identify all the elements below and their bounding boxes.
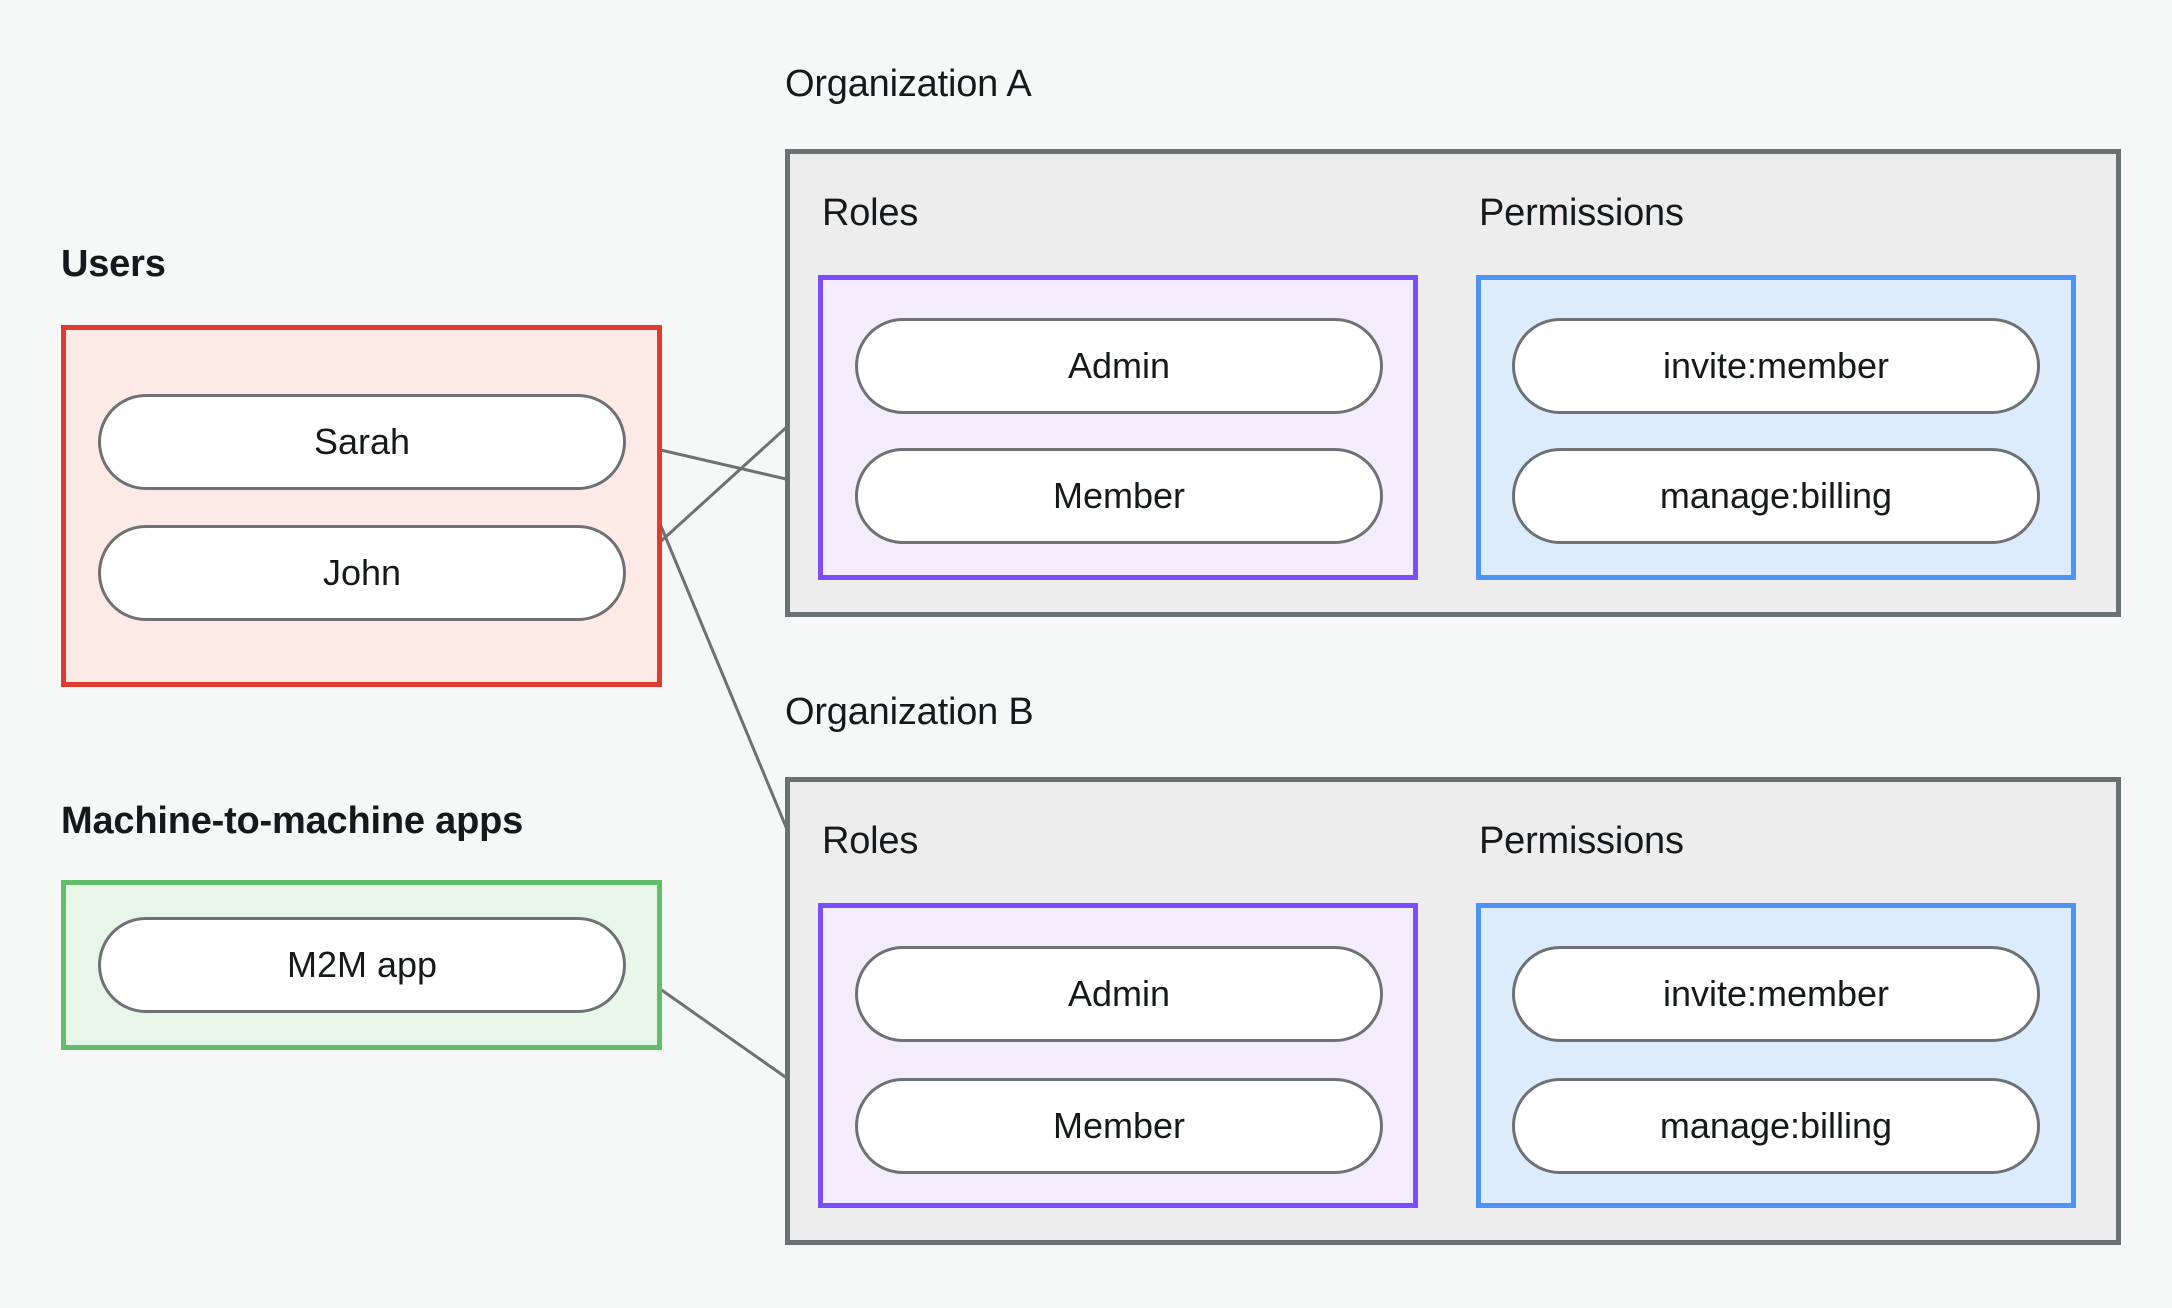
- organization-a-title: Organization A: [785, 63, 1032, 105]
- orgA-permissions-title: Permissions: [1479, 192, 1684, 234]
- orgB-permissions-title: Permissions: [1479, 820, 1684, 862]
- user-pill-sarah[interactable]: Sarah: [98, 394, 626, 490]
- orgB-role-pill-admin[interactable]: Admin: [855, 946, 1383, 1042]
- orgB-role-pill-member[interactable]: Member: [855, 1078, 1383, 1174]
- m2m-pill-app[interactable]: M2M app: [98, 917, 626, 1013]
- orgA-roles-title: Roles: [822, 192, 919, 234]
- organization-b-title: Organization B: [785, 691, 1034, 733]
- orgB-roles-title: Roles: [822, 820, 919, 862]
- orgB-permission-pill-manage-billing[interactable]: manage:billing: [1512, 1078, 2040, 1174]
- orgA-permission-pill-invite-member[interactable]: invite:member: [1512, 318, 2040, 414]
- orgB-permission-pill-invite-member[interactable]: invite:member: [1512, 946, 2040, 1042]
- users-group-title: Users: [61, 243, 166, 285]
- orgA-role-pill-member[interactable]: Member: [855, 448, 1383, 544]
- orgA-role-pill-admin[interactable]: Admin: [855, 318, 1383, 414]
- m2m-group-title: Machine-to-machine apps: [61, 800, 524, 842]
- user-pill-john[interactable]: John: [98, 525, 626, 621]
- users-group-box: [61, 325, 662, 687]
- orgA-permission-pill-manage-billing[interactable]: manage:billing: [1512, 448, 2040, 544]
